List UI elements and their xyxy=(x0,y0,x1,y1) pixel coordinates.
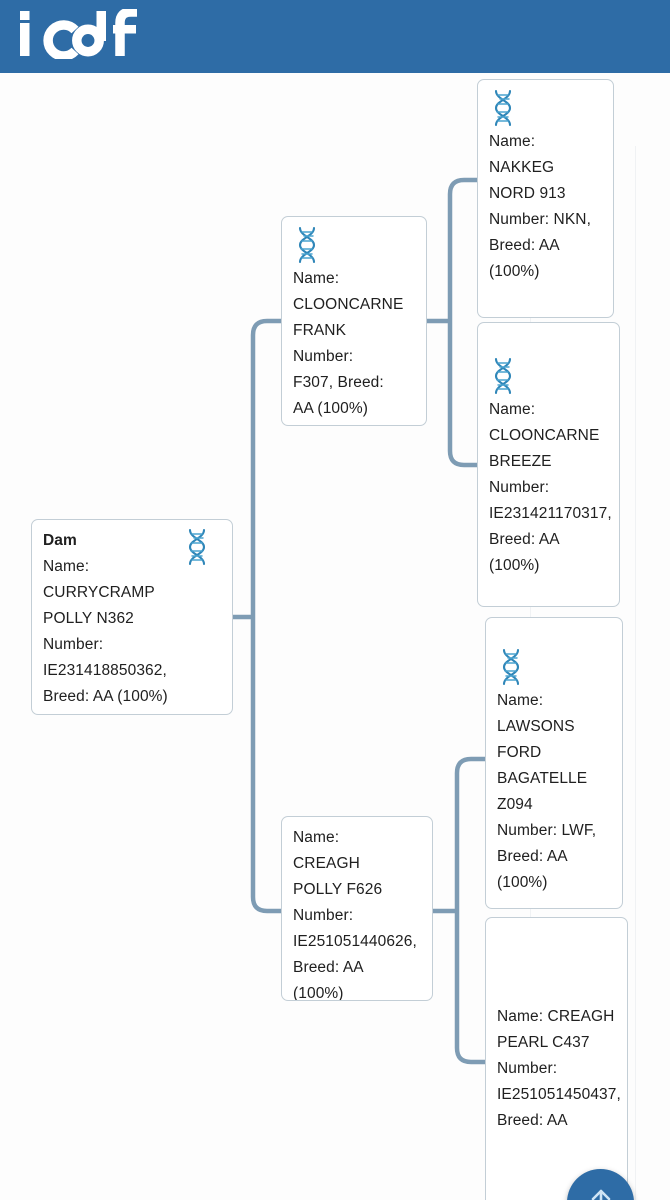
node-number-label: Number: xyxy=(293,907,354,924)
arrow-up-icon xyxy=(588,1186,614,1200)
pedigree-node-clooncarne-breeze[interactable]: Name: CLOONCARNE BREEZE Number: IE231421… xyxy=(477,322,620,607)
node-number-label: Number: xyxy=(497,1060,558,1077)
node-breed-value: Breed: AA xyxy=(497,848,568,865)
node-name-value: Z094 xyxy=(497,796,533,813)
node-number-value: IE251051440626, xyxy=(293,933,417,950)
node-breed-value: (100%) xyxy=(293,985,344,1001)
dna-helix-icon xyxy=(498,648,524,686)
dna-helix-icon xyxy=(294,226,320,264)
node-name-label: Name: xyxy=(43,558,90,575)
node-name-value: CLOONCARNE xyxy=(293,296,404,313)
node-breed-value: AA (100%) xyxy=(293,400,368,417)
node-name-value: Name: NAKKEG xyxy=(489,133,555,176)
node-name-value: LAWSONS FORD xyxy=(497,718,575,761)
node-breed-value: Breed: AA (100%) xyxy=(489,531,559,574)
pedigree-node-dam[interactable]: Dam Name: CURRYCRAMP POLLY N362 Number: … xyxy=(31,519,233,715)
node-name-value: POLLY N362 xyxy=(43,610,134,627)
pedigree-node-clooncarne-frank[interactable]: Name: CLOONCARNE FRANK Number: F307, Bre… xyxy=(281,216,427,426)
node-number-value: IE231418850362, xyxy=(43,662,167,679)
node-breed-value: (100%) xyxy=(489,263,540,280)
icbf-logo-icon[interactable] xyxy=(18,7,140,64)
node-number-value: Number: NKN, xyxy=(489,211,591,228)
app-header xyxy=(0,0,670,73)
page-grid-line xyxy=(635,146,636,1200)
node-number-label: Number: xyxy=(489,479,550,496)
pedigree-node-creagh-polly-f626[interactable]: Name: CREAGH POLLY F626 Number: IE251051… xyxy=(281,816,433,1001)
dna-helix-icon xyxy=(490,89,516,127)
node-breed-value: (100%) xyxy=(497,874,548,891)
node-name-value: CREAGH xyxy=(293,855,360,872)
node-name-value: CURRYCRAMP xyxy=(43,584,155,601)
node-name-value: BAGATELLE xyxy=(497,770,588,787)
node-number-label: Number: xyxy=(43,636,104,653)
node-name-value: CLOONCARNE xyxy=(489,427,600,444)
node-number-value: Number: LWF, xyxy=(497,822,597,839)
node-breed-value: Breed: AA xyxy=(497,1112,568,1129)
node-number-value: F307, Breed: xyxy=(293,374,384,391)
node-breed-value: Breed: AA (100%) xyxy=(43,688,168,705)
node-name-value: PEARL C437 xyxy=(497,1034,590,1051)
pedigree-node-lawsons-ford-bagatelle-z094[interactable]: Name: LAWSONS FORD BAGATELLE Z094 Number… xyxy=(485,617,623,909)
pedigree-canvas[interactable]: Dam Name: CURRYCRAMP POLLY N362 Number: … xyxy=(0,73,670,1200)
node-number-value: IE251051450437, xyxy=(497,1086,621,1103)
node-name-value: NORD 913 xyxy=(489,185,566,202)
node-role-label: Dam xyxy=(43,532,77,549)
node-breed-value: Breed: AA xyxy=(293,959,364,976)
node-spacer xyxy=(497,926,617,1004)
dna-helix-icon xyxy=(184,528,210,566)
node-name-label: Name: xyxy=(489,401,536,418)
node-name-value: FRANK xyxy=(293,322,347,339)
node-name-value: POLLY F626 xyxy=(293,881,383,898)
node-name-value: Name: CREAGH xyxy=(497,1008,615,1025)
pedigree-node-creagh-pearl-c437[interactable]: Name: CREAGH PEARL C437 Number: IE251051… xyxy=(485,917,628,1200)
pedigree-node-nakkeg-nord-913[interactable]: Name: NAKKEG NORD 913 Number: NKN, Breed… xyxy=(477,79,614,318)
node-name-label: Name: xyxy=(293,270,340,287)
node-number-label: Number: xyxy=(293,348,354,365)
node-name-value: BREEZE xyxy=(489,453,552,470)
dna-helix-icon xyxy=(490,357,516,395)
node-name-label: Name: xyxy=(497,692,544,709)
node-breed-value: Breed: AA xyxy=(489,237,560,254)
node-name-label: Name: xyxy=(293,829,340,846)
node-number-value: IE231421170317, xyxy=(489,505,612,522)
